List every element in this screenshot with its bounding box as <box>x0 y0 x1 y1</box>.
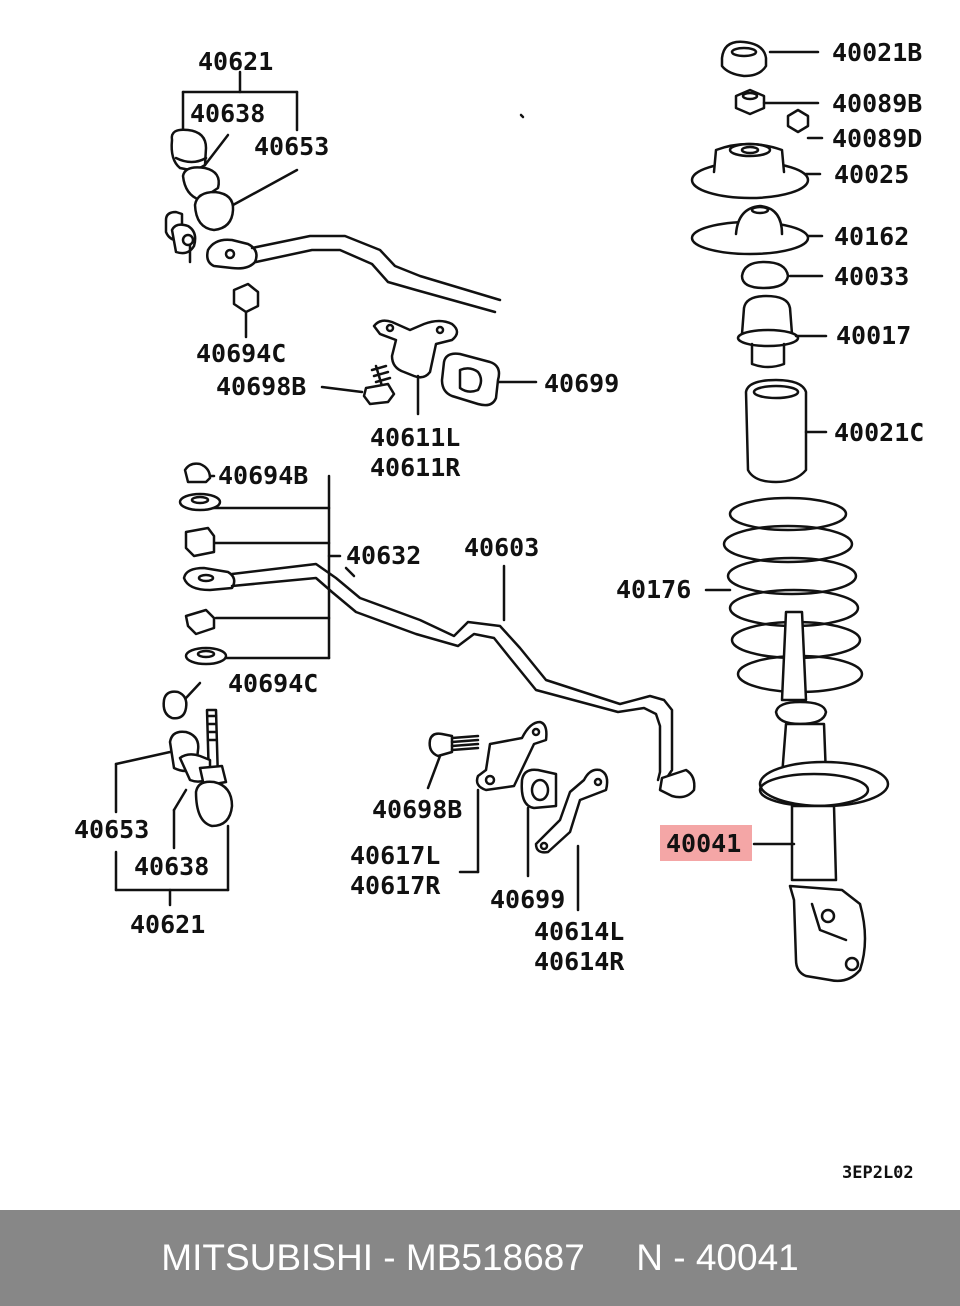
label-40033[interactable]: 40033 <box>834 262 909 291</box>
label-40638-bot[interactable]: 40638 <box>134 852 209 881</box>
label-40621-bot[interactable]: 40621 <box>130 910 205 939</box>
label-40162[interactable]: 40162 <box>834 222 909 251</box>
label-40694B[interactable]: 40694B <box>218 461 308 490</box>
bottom-stabilizer-link-drawing <box>114 681 234 907</box>
label-40611L[interactable]: 40611L <box>370 423 460 452</box>
label-40611R[interactable]: 40611R <box>370 453 461 482</box>
label-40176[interactable]: 40176 <box>616 575 691 604</box>
callout-labels: 40621 40638 40653 40694C 40698B 40611L 4… <box>74 38 924 1183</box>
label-40021B[interactable]: 40021B <box>832 38 922 67</box>
label-40698B-bot[interactable]: 40698B <box>372 795 462 824</box>
parts-diagram: 40621 40638 40653 40694C 40698B 40611L 4… <box>74 38 924 1183</box>
label-40089B[interactable]: 40089B <box>832 89 922 118</box>
label-40021C[interactable]: 40021C <box>834 418 924 447</box>
label-40621-top[interactable]: 40621 <box>198 47 273 76</box>
label-40614R[interactable]: 40614R <box>534 947 625 976</box>
footer-bar: MITSUBISHI - MB518687 N - 40041 <box>0 1210 960 1306</box>
label-40017[interactable]: 40017 <box>836 321 911 350</box>
label-40699-top[interactable]: 40699 <box>544 369 619 398</box>
footer-part-info: MITSUBISHI - MB518687 N - 40041 <box>161 1237 799 1278</box>
label-40617L[interactable]: 40617L <box>350 841 440 870</box>
label-40653-top[interactable]: 40653 <box>254 132 329 161</box>
label-40632[interactable]: 40632 <box>346 541 421 570</box>
label-40698B-top[interactable]: 40698B <box>216 372 306 401</box>
top-bracket-bushing-drawing <box>320 319 538 416</box>
label-40638-top[interactable]: 40638 <box>190 99 265 128</box>
label-40694C-mid[interactable]: 40694C <box>228 669 318 698</box>
label-40653-bot[interactable]: 40653 <box>74 815 149 844</box>
highlight-box <box>660 825 752 861</box>
bottom-bracket-drawing <box>426 720 609 912</box>
label-40614L[interactable]: 40614L <box>534 917 624 946</box>
top-stabilizer-link-drawing <box>164 70 525 339</box>
label-40041-highlighted[interactable]: 40041 <box>666 829 741 858</box>
label-40603[interactable]: 40603 <box>464 533 539 562</box>
diagram-code: 3EP2L02 <box>842 1163 914 1183</box>
label-40617R[interactable]: 40617R <box>350 871 441 900</box>
label-40699-bot[interactable]: 40699 <box>490 885 565 914</box>
strut-body <box>758 610 890 983</box>
strut-assembly-drawing <box>690 40 890 983</box>
label-40089D[interactable]: 40089D <box>832 124 922 153</box>
label-40694C-top[interactable]: 40694C <box>196 339 286 368</box>
mid-stabilizer-drawing <box>178 462 696 799</box>
label-40025[interactable]: 40025 <box>834 160 909 189</box>
